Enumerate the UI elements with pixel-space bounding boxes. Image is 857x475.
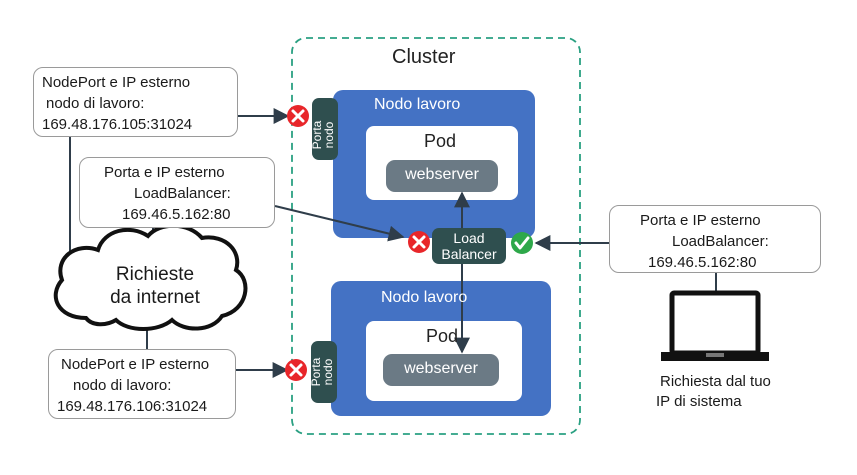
node-port-2-label: Porta nodo [309,342,338,402]
check-circle-icon [511,232,533,254]
callout-nodeport-top-line-1: NodePort e IP esterno [42,74,191,91]
callout-lb-left-line-2: LoadBalancer: [134,185,231,202]
callout-lb-left: Porta e IP esterno LoadBalancer: 169.46.… [79,157,275,228]
callout-lb-left-line-1: Porta e IP esterno [104,164,225,181]
node-port-1 [312,98,338,160]
callout-nodeport-bottom: NodePort e IP esterno nodo di lavoro: 16… [48,349,236,419]
load-balancer [432,228,506,264]
internet-label: Richieste da internet [80,263,230,309]
webserver-pill-1 [386,160,498,192]
callout-nodeport-top-line-2: nodo di lavoro: [46,95,145,112]
x-circle-icon [287,105,309,127]
callout-nodeport-top-line-3: 169.48.176.105:31024 [42,116,193,133]
node-port-1-label: Porta nodo [310,105,339,165]
webserver-pill-2 [383,354,499,386]
x-circle-icon [408,231,430,253]
x-circle-icon [285,359,307,381]
client-caption-line-2: IP di sistema [656,393,742,410]
pod-2-label: Pod [426,326,459,346]
callout-lb-right-line-1: Porta e IP esterno [640,212,761,229]
worker-node-1-label: Nodo lavoro [374,96,461,113]
cluster-label: Cluster [392,46,456,68]
laptop-icon [661,290,769,361]
load-balancer-label: Load Balancer [432,230,506,262]
callout-lb-right-line-2: LoadBalancer: [672,233,769,250]
internet-line-2: da internet [110,287,200,308]
load-balancer-line-1: Load [453,230,485,246]
arrow-lb-left [274,205,405,242]
internet-line-1: Richieste [115,264,195,285]
callout-lb-right-line-3: 169.46.5.162:80 [648,254,757,271]
cloud-icon [53,223,248,331]
callout-nodeport-top: NodePort e IP esterno nodo di lavoro: 16… [33,67,238,137]
node-port-2 [311,341,337,403]
pod-1-label: Pod [424,131,457,151]
client-caption: Richiesta dal tuo IP di sistema [656,372,771,412]
worker-node-2-label: Nodo lavoro [381,289,468,306]
callout-nodeport-bottom-line-1: NodePort e IP esterno [61,356,210,373]
callout-nodeport-bottom-line-2: nodo di lavoro: [73,377,172,394]
node-port-2-line-2: nodo [321,358,335,386]
node-port-1-line-2: nodo [322,121,336,149]
webserver-1-label: webserver [405,166,479,183]
load-balancer-line-2: Balancer [441,246,497,262]
callout-lb-left-line-3: 169.46.5.162:80 [122,206,231,223]
webserver-2-label: webserver [404,360,478,377]
callout-lb-right: Porta e IP esterno LoadBalancer: 169.46.… [609,205,821,273]
callout-nodeport-bottom-line-3: 169.48.176.106:31024 [57,398,208,415]
client-caption-line-1: Richiesta dal tuo [660,373,771,390]
